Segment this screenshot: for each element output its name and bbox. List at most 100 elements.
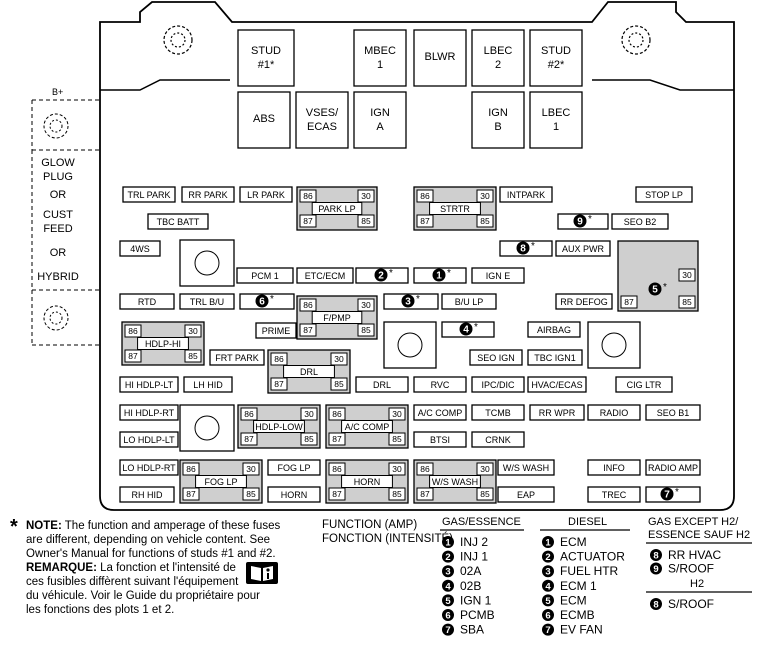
svg-text:IGN: IGN — [488, 107, 508, 119]
relay-pin-label: 30 — [392, 409, 402, 419]
mounting-bolt-top-left — [163, 25, 193, 55]
asterisk-mark: * — [474, 322, 478, 333]
relay-f-pmp-label: F/PMP — [323, 313, 351, 323]
housing-inner-edge-right — [592, 79, 734, 91]
svg-text:ECMB: ECMB — [560, 608, 595, 622]
maxi-fuse-abs: ABS — [237, 91, 291, 149]
legend-fonction-intensite: FONCTION (INTENSITÉ) — [322, 532, 453, 545]
svg-text:PRIME: PRIME — [262, 326, 291, 336]
fuse-lo-hdlp-rt: LO HDLP-RT — [119, 459, 179, 476]
fuse-eap: EAP — [497, 486, 555, 503]
marker-5: 5* — [648, 282, 667, 296]
circled-markers: 9*8*2*1*6*3*5*4*7* — [255, 214, 679, 501]
fuse-bu-lp: B/U LP — [441, 293, 497, 310]
svg-text:ECM: ECM — [560, 593, 587, 607]
fuse-rr-park: RR PARK — [181, 186, 235, 203]
svg-text:TCMB: TCMB — [485, 408, 511, 418]
left-label-feed: FEED — [43, 223, 72, 235]
relay-pin-label: 30 — [334, 354, 344, 364]
relay-pin-label: 85 — [682, 297, 692, 307]
svg-text:3: 3 — [445, 567, 450, 578]
svg-text:ACTUATOR: ACTUATOR — [560, 550, 625, 564]
relay-pin-label: 86 — [420, 191, 430, 201]
gas-item-4: 5 IGN 1 — [442, 593, 492, 607]
b-plus-label: B+ — [52, 87, 63, 97]
svg-text:02B: 02B — [460, 579, 481, 593]
fuse-radio-amp: RADIO AMP — [645, 459, 701, 476]
relay-pin-label: 30 — [246, 464, 256, 474]
svg-text:FUEL HTR: FUEL HTR — [560, 564, 619, 578]
relay-pin-label: 86 — [128, 326, 138, 336]
svg-text:TBC IGN1: TBC IGN1 — [534, 353, 576, 363]
maxi-fuse-stud1: STUD #1* — [237, 29, 295, 87]
svg-text:INJ 1: INJ 1 — [460, 550, 488, 564]
fuse-crnk: CRNK — [471, 431, 525, 448]
svg-text:4: 4 — [463, 325, 469, 336]
svg-text:REMARQUE: La fonction et l'int: REMARQUE: La fonction et l'intensité de — [26, 562, 236, 574]
svg-text:1: 1 — [436, 271, 442, 282]
svg-text:ABS: ABS — [253, 113, 275, 125]
relay-pin-label: 87 — [303, 325, 313, 335]
fuse-trl-park: TRL PARK — [122, 186, 176, 203]
relay-pin-label: 86 — [420, 464, 430, 474]
relay-pin-label: 86 — [303, 191, 313, 201]
svg-text:LBEC: LBEC — [484, 45, 513, 57]
footnote-fr-line-3: les fonctions des plots 1 et 2. — [26, 604, 174, 616]
svg-text:RR PARK: RR PARK — [188, 190, 227, 200]
svg-text:INTPARK: INTPARK — [507, 190, 545, 200]
relay-pin-label: 85 — [480, 489, 490, 499]
svg-text:INFO: INFO — [603, 463, 625, 473]
legend-gas-header: GAS/ESSENCE — [442, 516, 521, 528]
svg-text:LR PARK: LR PARK — [247, 190, 285, 200]
svg-text:#1*: #1* — [258, 59, 275, 71]
svg-text:2: 2 — [445, 552, 450, 563]
svg-text:AUX PWR: AUX PWR — [562, 244, 605, 254]
fuse-tbc-ign1: TBC IGN1 — [527, 349, 583, 366]
svg-text:6: 6 — [445, 611, 450, 622]
svg-text:MBEC: MBEC — [364, 45, 396, 57]
owners-manual-book-icon — [246, 562, 278, 584]
relay-pin-label: 86 — [332, 409, 342, 419]
left-label-or-2: OR — [50, 247, 67, 259]
fuse-fog-lp: FOG LP — [267, 459, 321, 476]
svg-text:B: B — [494, 121, 501, 133]
svg-text:TRL PARK: TRL PARK — [127, 190, 170, 200]
fuse-trl-bu: TRL B/U — [179, 293, 235, 310]
relay-pin-label: 30 — [480, 464, 490, 474]
diesel-item-2: 3 FUEL HTR — [542, 564, 619, 578]
svg-text:ETC/ECM: ETC/ECM — [305, 271, 346, 281]
svg-text:IGN 1: IGN 1 — [460, 593, 492, 607]
svg-text:6: 6 — [545, 611, 550, 622]
legend-function-amp: FUNCTION (AMP) — [322, 519, 417, 531]
svg-text:3: 3 — [545, 567, 550, 578]
footnote-note-line-2: Owner's Manual for functions of studs #1… — [26, 548, 276, 560]
svg-text:RR DEFOG: RR DEFOG — [560, 297, 608, 307]
connector-posts — [179, 239, 641, 452]
relay-pin-label: 85 — [480, 216, 490, 226]
left-label-or-1: OR — [50, 189, 67, 201]
fuse-tbc-batt: TBC BATT — [147, 213, 209, 230]
relay-pin-label: 86 — [274, 354, 284, 364]
fuse-drl: DRL — [355, 376, 409, 393]
svg-text:IGN: IGN — [370, 107, 390, 119]
svg-text:PCM 1: PCM 1 — [251, 271, 279, 281]
svg-text:5: 5 — [445, 596, 451, 607]
svg-text:TRL B/U: TRL B/U — [190, 297, 224, 307]
asterisk-mark: * — [270, 294, 274, 305]
svg-text:W/S WASH: W/S WASH — [503, 463, 549, 473]
fuse-cig-ltr: CIG LTR — [615, 376, 673, 393]
function-legend: FUNCTION (AMP) FONCTION (INTENSITÉ) GAS/… — [322, 516, 752, 637]
relay-pin-label: 87 — [303, 216, 313, 226]
svg-text:CIG LTR: CIG LTR — [627, 380, 662, 390]
